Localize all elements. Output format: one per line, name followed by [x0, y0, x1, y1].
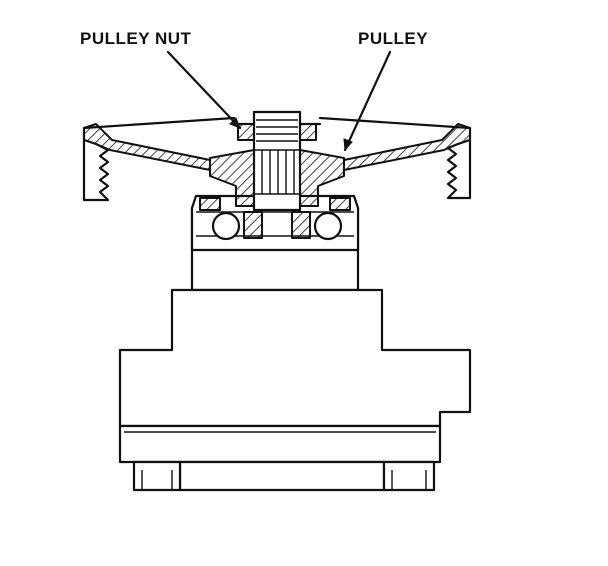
- bearing-housing: [190, 194, 360, 252]
- pulley-label: PULLEY: [358, 29, 428, 48]
- pump-body: [118, 206, 472, 492]
- bolt-right-icon: [382, 460, 436, 492]
- pulley-nut: [232, 122, 322, 141]
- bearing-ball-left-icon: [211, 211, 241, 241]
- pump-shaft: [252, 110, 302, 212]
- pulley: [82, 116, 472, 207]
- pulley-nut-leader: [166, 50, 242, 130]
- bearing-ball-right-icon: [313, 211, 343, 241]
- pulley-leader: [343, 50, 392, 152]
- bolt-left-icon: [132, 460, 182, 492]
- pulley-nut-label: PULLEY NUT: [80, 29, 192, 48]
